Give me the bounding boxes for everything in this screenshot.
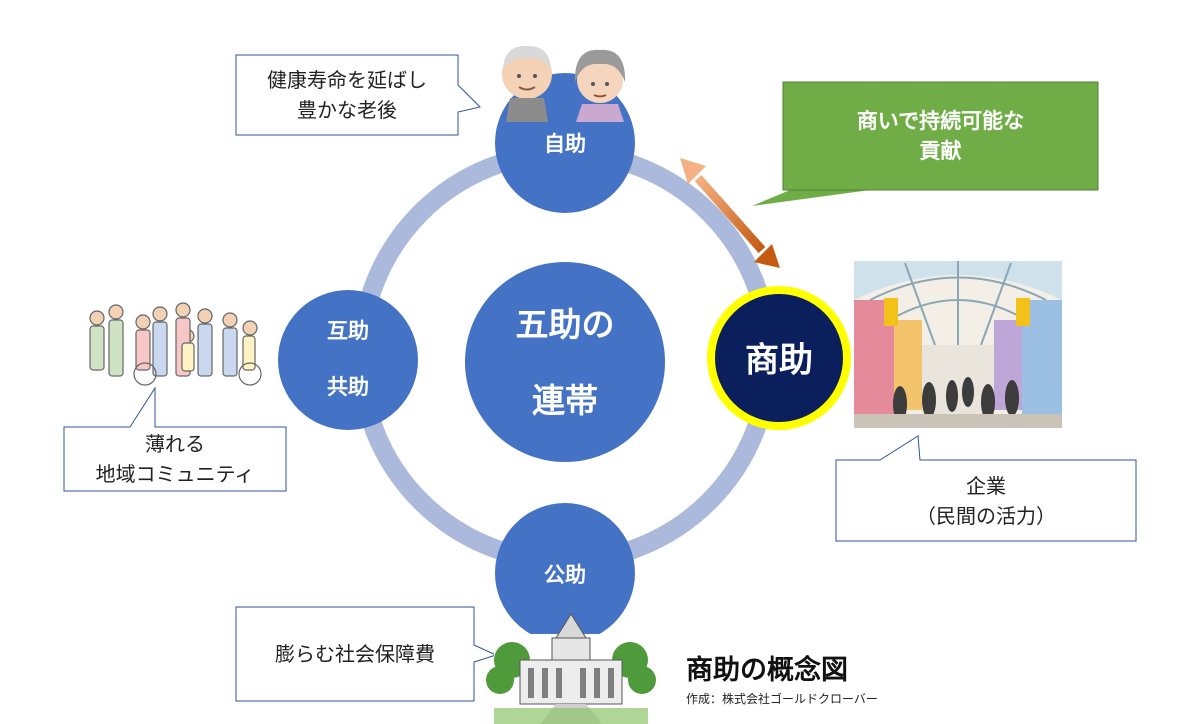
diagram-title: 商助の概念図 <box>686 655 848 686</box>
callout-social-cost: 膨らむ社会保障費 <box>236 607 474 701</box>
double-arrow-icon <box>680 158 780 268</box>
center-label-line2: 連帯 <box>532 381 598 420</box>
callout-company: 企業 （民間の活力） <box>836 460 1136 541</box>
callout-company-line2: （民間の活力） <box>916 503 1056 528</box>
public-help-label: 公助 <box>544 563 586 587</box>
callout-community-line1: 薄れる <box>145 432 205 456</box>
mutual-help-label-1: 互助 <box>327 319 369 343</box>
callout-company-shape <box>835 435 1137 542</box>
callout-elderly-line2: 豊かな老後 <box>297 98 397 122</box>
callout-community-shape <box>63 386 287 492</box>
callout-social-cost-line1: 膨らむ社会保障費 <box>275 642 435 666</box>
callout-elderly-shape <box>235 54 481 136</box>
commerce-help-label: 商助 <box>745 340 813 381</box>
callout-elderly-line1: 健康寿命を延ばし <box>267 68 427 92</box>
commerce-help-circle <box>707 286 851 430</box>
mutual-help-circle <box>278 290 418 430</box>
mutual-help-label-2: 共助 <box>327 375 369 399</box>
banner-box <box>782 81 1099 191</box>
callout-elderly: 健康寿命を延ばし 豊かな老後 <box>236 55 458 135</box>
center-label-line1: 五助の <box>515 305 615 344</box>
elderly-couple-icon <box>502 45 626 122</box>
diet-building-icon <box>486 613 656 724</box>
callout-social-cost-shape <box>235 606 498 702</box>
callout-community-line2: 地域コミュニティ <box>95 462 255 486</box>
banner-line1: 商いで持続可能な <box>856 109 1025 133</box>
self-help-label: 自助 <box>544 132 586 156</box>
banner-text: 商いで持続可能な 貢献 <box>783 82 1098 190</box>
public-help-circle <box>495 503 635 643</box>
community-group-icon <box>89 302 262 386</box>
banner-line2: 貢献 <box>919 139 962 163</box>
callout-community: 薄れる 地域コミュニティ <box>64 427 286 491</box>
shopping-arcade-icon <box>854 261 1062 428</box>
center-circle <box>465 262 665 462</box>
diagram-credit: 作成：株式会社ゴールドクローバー <box>686 692 878 706</box>
banner-pointer <box>752 190 870 206</box>
callout-company-line1: 企業 <box>966 473 1006 498</box>
